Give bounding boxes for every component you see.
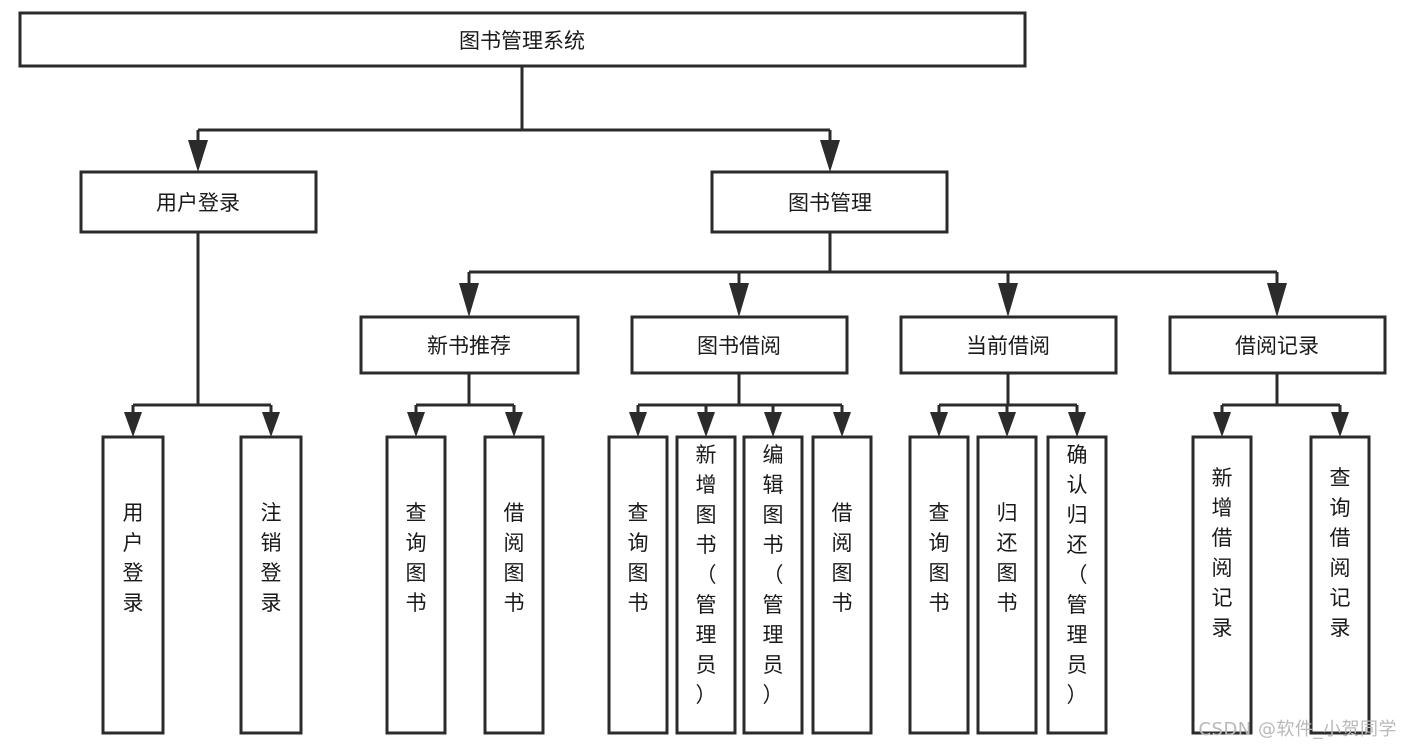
leaf-add-record-box[interactable] — [1191, 435, 1253, 735]
leaf-query-book-1[interactable]: 查询图书 — [385, 435, 447, 735]
arrow-head-bm-2 — [998, 283, 1018, 317]
leaf-borrow-book-1[interactable]: 借阅图书 — [483, 435, 545, 735]
arrow-head-bm-0 — [459, 283, 479, 317]
leaf-return-book-box[interactable] — [976, 435, 1038, 735]
node-book-borrow[interactable]: 图书借阅 — [630, 315, 849, 375]
leaf-borrow-book-1-label: 借阅图书 — [504, 501, 525, 615]
leaf-query-book-3[interactable]: 查询图书 — [908, 435, 970, 735]
node-root-label: 图书管理系统 — [459, 29, 585, 53]
arrow-head-root-0 — [188, 140, 208, 172]
node-user-login-label: 用户登录 — [156, 191, 240, 215]
node-book-manage-label: 图书管理 — [788, 191, 872, 215]
node-user-login-box[interactable] — [79, 170, 318, 234]
leaf-borrow-book-2-label: 借阅图书 — [832, 501, 853, 615]
arrow-head-cb-2 — [1068, 412, 1086, 437]
leaf-logout-login-label: 注销登录 — [261, 501, 282, 615]
node-current-borrow-box[interactable] — [899, 315, 1118, 375]
leaf-edit-book[interactable]: 编辑图书（管理员） — [742, 435, 804, 735]
connector-group-user-login — [124, 232, 280, 437]
arrow-head-nbr-0 — [407, 412, 425, 437]
leaf-borrow-book-2-box[interactable] — [811, 435, 873, 735]
arrow-head-ul-1 — [262, 412, 280, 437]
node-book-manage[interactable]: 图书管理 — [710, 170, 949, 234]
leaf-confirm-return-box[interactable] — [1046, 435, 1108, 735]
connector-group-root — [188, 66, 840, 172]
leaf-query-book-3-box[interactable] — [908, 435, 970, 735]
node-new-book-recommend-label: 新书推荐 — [427, 334, 511, 358]
leaf-query-book-2[interactable]: 查询图书 — [607, 435, 669, 735]
node-user-login[interactable]: 用户登录 — [79, 170, 318, 234]
node-current-borrow[interactable]: 当前借阅 — [899, 315, 1118, 375]
leaf-query-book-1-label: 查询图书 — [406, 501, 427, 615]
leaf-query-record[interactable]: 查询借阅记录 — [1309, 435, 1371, 735]
node-book-borrow-label: 图书借阅 — [697, 334, 781, 358]
leaf-add-book[interactable]: 新增图书（管理员） — [675, 435, 737, 735]
leaf-edit-book-box[interactable] — [742, 435, 804, 735]
node-root-box[interactable] — [18, 11, 1027, 68]
leaf-borrow-book-1-box[interactable] — [483, 435, 545, 735]
node-book-manage-box[interactable] — [710, 170, 949, 234]
arrow-head-cb-0 — [930, 412, 948, 437]
leaf-logout-login[interactable]: 注销登录 — [239, 435, 303, 735]
leaf-query-record-label: 查询借阅记录 — [1330, 466, 1351, 640]
arrow-head-bb-2 — [764, 412, 782, 437]
leaf-query-book-2-label: 查询图书 — [628, 501, 649, 615]
leaf-user-login[interactable]: 用户登录 — [101, 435, 165, 735]
leaf-logout-login-box[interactable] — [239, 435, 303, 735]
node-borrow-record-box[interactable] — [1168, 315, 1387, 375]
connector-group-current-borrow — [930, 373, 1086, 437]
arrow-head-cb-1 — [998, 412, 1016, 437]
leaf-query-book-3-label: 查询图书 — [929, 501, 950, 615]
arrow-head-br-0 — [1213, 412, 1231, 437]
connector-group-book-borrow — [629, 373, 851, 437]
leaf-return-book-label: 归还图书 — [997, 501, 1018, 615]
node-book-borrow-box[interactable] — [630, 315, 849, 375]
leaf-query-book-1-box[interactable] — [385, 435, 447, 735]
leaf-add-book-box[interactable] — [675, 435, 737, 735]
leaf-query-book-2-box[interactable] — [607, 435, 669, 735]
arrow-head-bm-3 — [1267, 283, 1287, 317]
node-new-book-recommend[interactable]: 新书推荐 — [359, 315, 580, 375]
arrow-head-ul-0 — [124, 412, 142, 437]
leaf-user-login-box[interactable] — [101, 435, 165, 735]
arrow-head-nbr-1 — [505, 412, 523, 437]
arrow-head-bb-3 — [833, 412, 851, 437]
leaf-query-record-box[interactable] — [1309, 435, 1371, 735]
arrow-head-br-1 — [1331, 412, 1349, 437]
leaf-add-book-label: 新增图书（管理员） — [696, 443, 717, 707]
leaf-return-book[interactable]: 归还图书 — [976, 435, 1038, 735]
arrow-head-bb-0 — [629, 412, 647, 437]
node-current-borrow-label: 当前借阅 — [966, 334, 1050, 358]
leaf-add-record-label: 新增借阅记录 — [1212, 466, 1233, 640]
leaf-confirm-return[interactable]: 确认归还（管理员） — [1046, 435, 1108, 735]
leaf-add-record[interactable]: 新增借阅记录 — [1191, 435, 1253, 735]
leaf-edit-book-label: 编辑图书（管理员） — [763, 443, 784, 707]
csdn-watermark: CSDN @软件_小贺同学 — [1198, 719, 1397, 740]
node-root[interactable]: 图书管理系统 — [18, 11, 1027, 68]
connector-group-new-book-recommend — [407, 373, 523, 437]
leaf-user-login-label: 用户登录 — [123, 501, 144, 615]
node-borrow-record-label: 借阅记录 — [1235, 334, 1319, 358]
arrow-head-bm-1 — [729, 283, 749, 317]
connector-group-borrow-record — [1213, 373, 1349, 437]
arrow-head-root-1 — [820, 140, 840, 172]
arrow-head-bb-1 — [697, 412, 715, 437]
node-borrow-record[interactable]: 借阅记录 — [1168, 315, 1387, 375]
leaf-borrow-book-2[interactable]: 借阅图书 — [811, 435, 873, 735]
leaf-confirm-return-label: 确认归还（管理员） — [1067, 443, 1088, 707]
node-new-book-recommend-box[interactable] — [359, 315, 580, 375]
connector-group-book-manage — [459, 232, 1287, 317]
